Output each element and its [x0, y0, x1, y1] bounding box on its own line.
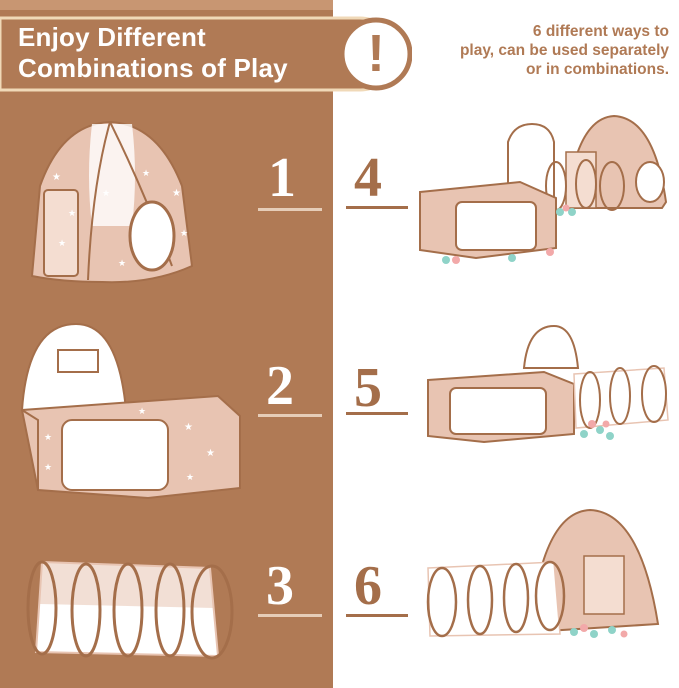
- svg-text:★: ★: [44, 432, 52, 442]
- svg-text:★: ★: [172, 188, 181, 199]
- option-number-1: 1: [268, 147, 296, 209]
- svg-text:★: ★: [138, 406, 146, 416]
- svg-text:★: ★: [52, 172, 61, 183]
- combo-6-icon: [426, 508, 660, 638]
- banner-title: Enjoy Different Combinations of Play: [18, 22, 288, 84]
- exclamation-icon: !: [367, 25, 385, 83]
- option-number-5: 5: [354, 357, 382, 419]
- combo-4-icon: [419, 114, 668, 264]
- option-number-6: 6: [354, 555, 382, 617]
- svg-text:★: ★: [58, 238, 66, 248]
- svg-text:★: ★: [180, 228, 188, 238]
- banner-title-line1: Enjoy Different: [18, 22, 206, 52]
- svg-text:★: ★: [44, 462, 52, 472]
- info-note-line3: or in combinations.: [526, 61, 669, 78]
- title-banner: [0, 16, 412, 92]
- svg-text:★: ★: [68, 208, 76, 218]
- option-underline-2: [258, 414, 322, 417]
- svg-text:★: ★: [186, 472, 194, 482]
- tent-icon: ★ ★ ★ ★ ★ ★ ★ ★: [30, 120, 194, 284]
- banner-title-line2: Combinations of Play: [18, 53, 288, 83]
- option-underline-4: [346, 206, 408, 209]
- option-underline-1: [258, 208, 322, 211]
- info-note: 6 different ways to play, can be used se…: [409, 22, 669, 79]
- svg-text:★: ★: [184, 422, 193, 433]
- svg-text:★: ★: [142, 168, 150, 178]
- svg-text:★: ★: [102, 188, 110, 198]
- tunnel-icon: [26, 560, 234, 660]
- info-note-line1: 6 different ways to: [532, 23, 669, 40]
- svg-text:★: ★: [206, 448, 215, 459]
- ball-pit-icon: ★ ★ ★ ★ ★ ★: [20, 322, 241, 500]
- option-number-3: 3: [266, 555, 294, 617]
- header-strip: [0, 0, 333, 10]
- option-number-2: 2: [266, 355, 294, 417]
- option-underline-5: [346, 412, 408, 415]
- option-underline-6: [346, 614, 408, 617]
- info-note-line2: play, can be used separately: [459, 42, 669, 59]
- svg-text:★: ★: [118, 258, 126, 268]
- option-number-4: 4: [354, 147, 382, 209]
- combo-5-icon: [427, 324, 669, 444]
- option-underline-3: [258, 614, 322, 617]
